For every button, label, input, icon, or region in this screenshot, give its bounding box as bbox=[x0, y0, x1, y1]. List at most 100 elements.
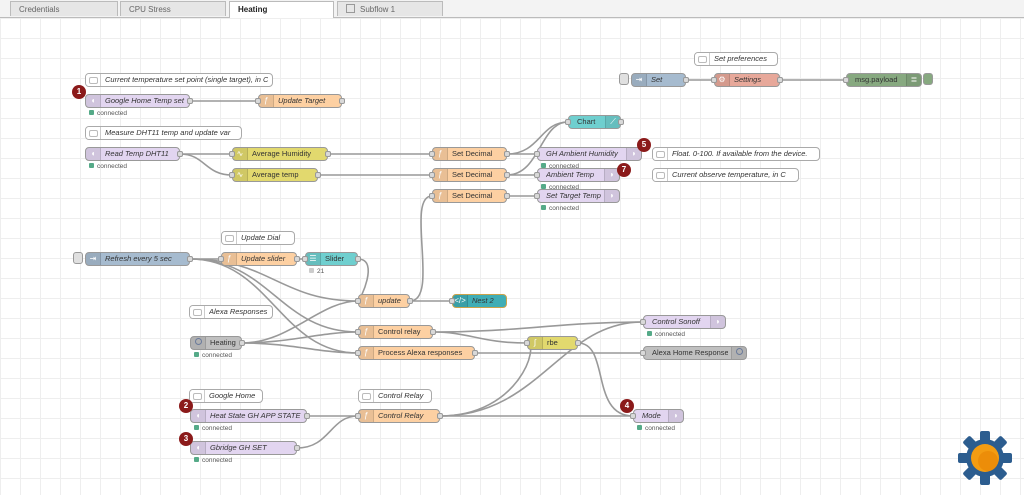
chart-node[interactable]: ⟋Chart bbox=[565, 115, 624, 129]
input-port[interactable] bbox=[630, 413, 636, 419]
input-port[interactable] bbox=[640, 319, 646, 325]
output-port[interactable] bbox=[472, 350, 478, 356]
input-port[interactable] bbox=[229, 172, 235, 178]
comment-float[interactable]: Float. 0-100. If available from the devi… bbox=[652, 147, 820, 161]
input-port[interactable] bbox=[355, 329, 361, 335]
input-port[interactable] bbox=[640, 350, 646, 356]
function-icon: ƒ bbox=[359, 410, 374, 422]
output-port[interactable] bbox=[504, 151, 510, 157]
google-home-temp-set-node[interactable]: ◖Google Home Temp set bbox=[85, 94, 193, 108]
input-port[interactable] bbox=[355, 350, 361, 356]
inject-button[interactable] bbox=[73, 252, 83, 264]
input-port[interactable] bbox=[711, 77, 717, 83]
input-port[interactable] bbox=[843, 77, 849, 83]
output-port[interactable] bbox=[325, 151, 331, 157]
alexa-home-response-node[interactable]: Alexa Home Response bbox=[640, 346, 747, 360]
node-label: Set Decimal bbox=[452, 170, 493, 179]
output-port[interactable] bbox=[504, 172, 510, 178]
flow-canvas[interactable]: Current temperature set point (single ta… bbox=[0, 18, 1024, 495]
output-port[interactable] bbox=[339, 98, 345, 104]
output-port[interactable] bbox=[304, 413, 310, 419]
heating-alexa-node[interactable]: Heating bbox=[190, 336, 245, 350]
output-port[interactable] bbox=[355, 256, 361, 262]
status-connected: connected bbox=[637, 425, 675, 432]
comment-current-temp[interactable]: Current observe temperature, in C bbox=[652, 168, 799, 182]
output-port[interactable] bbox=[294, 256, 300, 262]
comment-google-home[interactable]: Google Home bbox=[189, 389, 263, 403]
output-port[interactable] bbox=[575, 340, 581, 346]
input-port[interactable] bbox=[355, 298, 361, 304]
wave-icon: ◗ bbox=[626, 148, 641, 160]
input-port[interactable] bbox=[355, 413, 361, 419]
comment-alexa-responses[interactable]: Alexa Responses bbox=[189, 305, 273, 319]
input-port[interactable] bbox=[255, 98, 261, 104]
msg-payload-debug-node[interactable]: ≣msg.payload bbox=[843, 73, 922, 87]
wave-icon: ◖ bbox=[86, 95, 101, 107]
debug-toggle-button[interactable] bbox=[923, 73, 933, 85]
list-icon: ≣ bbox=[906, 74, 921, 86]
comment-update-dial[interactable]: Update Dial bbox=[221, 231, 295, 245]
comment-control-relay[interactable]: Control Relay bbox=[358, 389, 432, 403]
comment-set-point[interactable]: Current temperature set point (single ta… bbox=[85, 73, 273, 87]
output-port[interactable] bbox=[407, 298, 413, 304]
settings-node[interactable]: ⚙Settings bbox=[711, 73, 783, 87]
rbe-node[interactable]: ∫rbe bbox=[524, 336, 581, 350]
set-link-node[interactable]: ⇥Set bbox=[631, 73, 689, 87]
inject-button[interactable] bbox=[619, 73, 629, 85]
output-port[interactable] bbox=[315, 172, 321, 178]
slider-node[interactable]: ☰Slider bbox=[302, 252, 361, 266]
comment-measure[interactable]: Measure DHT11 temp and update var bbox=[85, 126, 242, 140]
ambient-temp-node[interactable]: ◗Ambient Temp bbox=[534, 168, 620, 182]
output-port[interactable] bbox=[504, 193, 510, 199]
mode-node[interactable]: ◗Mode bbox=[630, 409, 684, 423]
nest-2-template-node[interactable]: </>Nest 2 bbox=[449, 294, 507, 308]
input-port[interactable] bbox=[429, 193, 435, 199]
input-port[interactable] bbox=[429, 151, 435, 157]
input-port[interactable] bbox=[534, 151, 540, 157]
output-port[interactable] bbox=[430, 329, 436, 335]
output-port[interactable] bbox=[437, 413, 443, 419]
input-port[interactable] bbox=[449, 298, 455, 304]
gbridge-gh-set-node[interactable]: ◖Gbridge GH SET bbox=[190, 441, 300, 455]
output-port[interactable] bbox=[294, 445, 300, 451]
comment-set-preferences[interactable]: Set preferences bbox=[694, 52, 778, 66]
input-port[interactable] bbox=[218, 256, 224, 262]
heat-state-gh-node[interactable]: ◖Heat State GH APP STATE bbox=[190, 409, 310, 423]
set-target-temp-node[interactable]: ◗Set Target Temp bbox=[534, 189, 620, 203]
input-port[interactable] bbox=[565, 119, 571, 125]
input-port[interactable] bbox=[429, 172, 435, 178]
output-port[interactable] bbox=[187, 256, 193, 262]
refresh-inject-node[interactable]: ⇥Refresh every 5 sec bbox=[85, 252, 193, 266]
tab-heating[interactable]: Heating bbox=[229, 1, 334, 18]
input-port[interactable] bbox=[534, 193, 540, 199]
input-port[interactable] bbox=[229, 151, 235, 157]
output-port[interactable] bbox=[177, 151, 183, 157]
badge-5: 5 bbox=[637, 138, 651, 152]
average-humidity-node[interactable]: ∿Average Humidity bbox=[229, 147, 331, 161]
input-port[interactable] bbox=[524, 340, 530, 346]
tab-credentials[interactable]: Credentials bbox=[10, 1, 118, 16]
tab-subflow-1[interactable]: Subflow 1 bbox=[337, 1, 443, 16]
tab-cpu-stress[interactable]: CPU Stress bbox=[120, 1, 226, 16]
gh-ambient-humidity-node[interactable]: ◗GH Ambient Humidity bbox=[534, 147, 642, 161]
output-port[interactable] bbox=[187, 98, 193, 104]
input-port[interactable] bbox=[302, 256, 308, 262]
input-port[interactable] bbox=[534, 172, 540, 178]
tab-label: Heating bbox=[238, 5, 268, 14]
output-port[interactable] bbox=[777, 77, 783, 83]
output-port[interactable] bbox=[618, 119, 624, 125]
control-sonoff-node[interactable]: ◗Control Sonoff bbox=[640, 315, 726, 329]
average-temp-node[interactable]: ∿Average temp bbox=[229, 168, 321, 182]
read-temp-dht11-node[interactable]: ◖Read Temp DHT11 bbox=[85, 147, 183, 161]
output-port[interactable] bbox=[683, 77, 689, 83]
output-port[interactable] bbox=[239, 340, 245, 346]
